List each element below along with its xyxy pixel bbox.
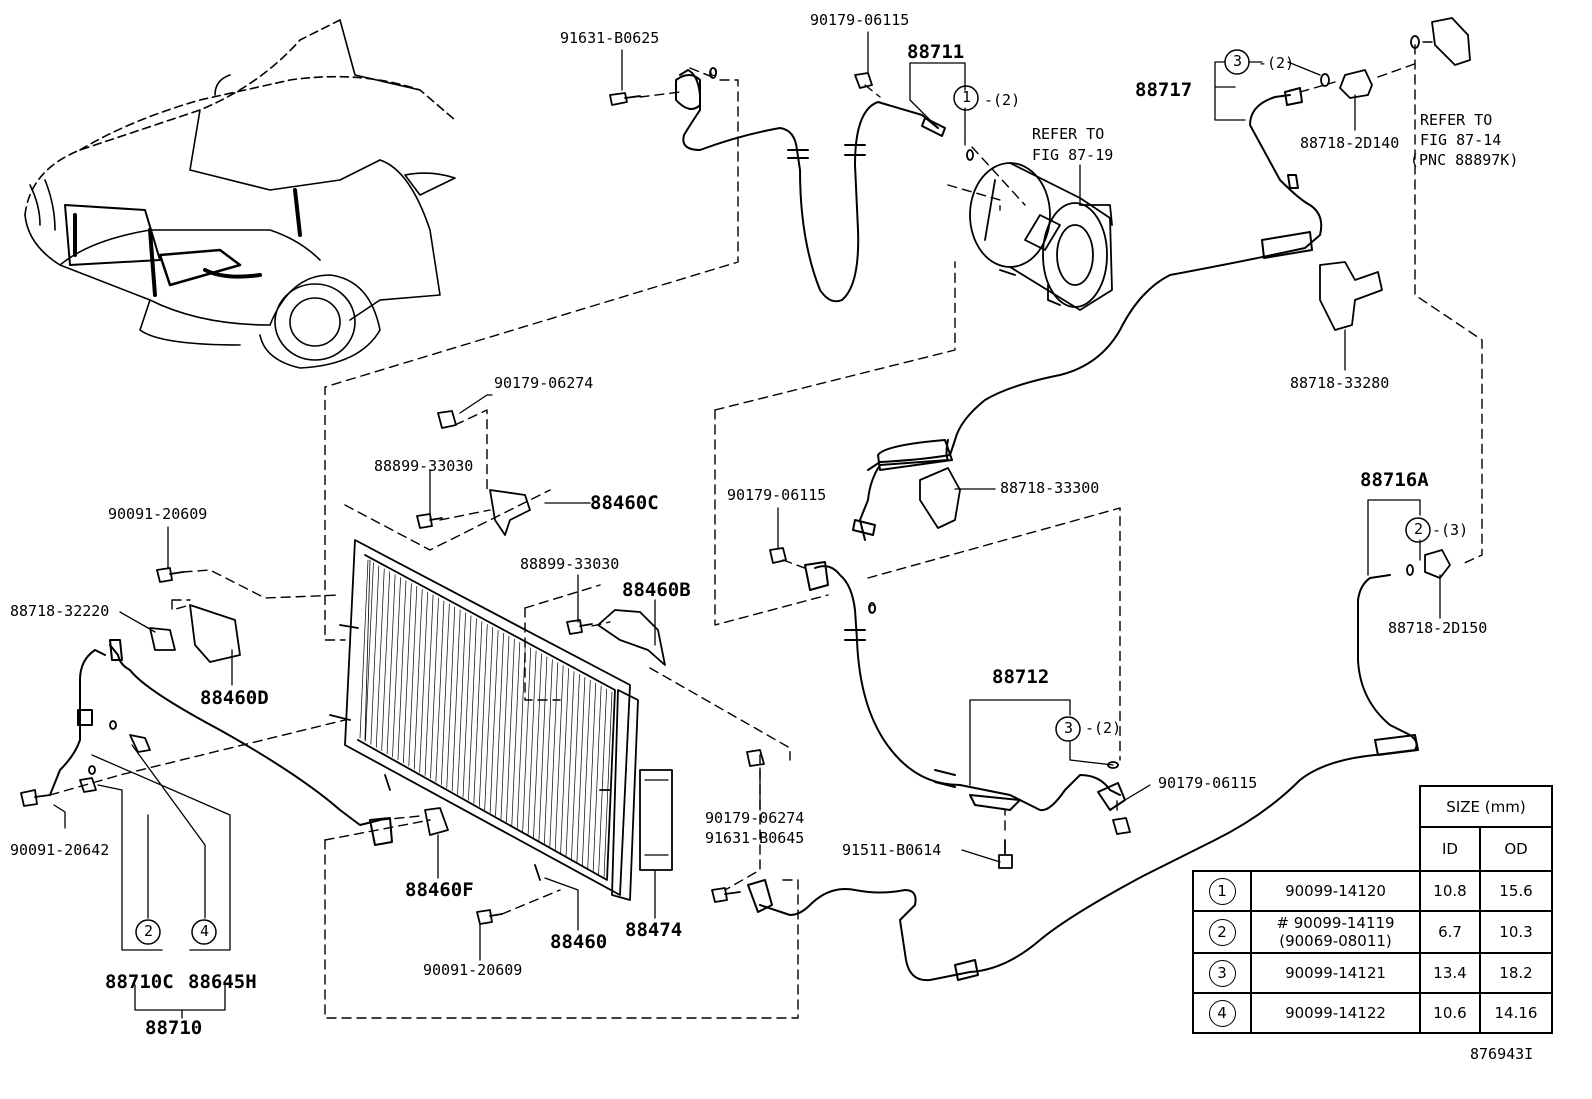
size-row-2: 2 # 90099-14119(90069-08011) 6.7 10.3 [1192, 910, 1553, 954]
size-row-id: 13.4 [1419, 952, 1481, 994]
label-88718-2D150: 88718-2D150 [1388, 619, 1488, 637]
label-pnc-88897k: (PNC 88897K) [1410, 151, 1519, 169]
brackets-and-fasteners [20, 17, 1471, 925]
size-row-4: 4 90099-14122 10.6 14.16 [1192, 992, 1553, 1034]
size-row-1: 1 90099-14120 10.8 15.6 [1192, 870, 1553, 912]
label-88712: 88712 [992, 666, 1050, 688]
size-table: SIZE (mm) ID OD 1 90099-14120 10.8 15.6 … [1192, 785, 1553, 1034]
label-91511-B0614: 91511-B0614 [842, 841, 942, 859]
label-91631-B0625: 91631-B0625 [560, 29, 660, 47]
size-row-od: 14.16 [1479, 992, 1553, 1034]
label-90179-06274-top: 90179-06274 [494, 374, 594, 392]
label-88711-qty: -(2) [984, 91, 1021, 109]
label-88712-qty: -(2) [1085, 719, 1122, 737]
label-88645H: 88645H [188, 971, 257, 993]
callout-3-mid: 3 [1064, 719, 1074, 737]
label-88718-33300: 88718-33300 [1000, 479, 1100, 497]
label-91631-B0645: 91631-B0645 [705, 829, 805, 847]
label-88716A-qty: -(3) [1432, 521, 1469, 539]
label-88711: 88711 [907, 41, 965, 63]
label-88474: 88474 [625, 919, 683, 941]
size-row-id: 6.7 [1419, 910, 1481, 954]
label-88718-32220: 88718-32220 [10, 602, 110, 620]
label-88460B: 88460B [622, 579, 691, 601]
size-col-od: OD [1479, 826, 1553, 872]
reference-lines [49, 41, 1483, 1019]
size-row-od: 15.6 [1479, 870, 1553, 912]
callout-4-left: 4 [200, 922, 210, 940]
condenser-fins [359, 559, 613, 879]
size-row-num: 3 [1208, 959, 1236, 987]
label-88460C: 88460C [590, 492, 659, 514]
ac-compressor [969, 162, 1113, 311]
label-88899-33030-a: 88899-33030 [374, 457, 474, 475]
label-refer-to-87-14: REFER TO [1420, 111, 1493, 129]
label-88710: 88710 [145, 1017, 203, 1039]
size-row-part: 90099-14122 [1250, 992, 1421, 1034]
label-90091-20642: 90091-20642 [10, 841, 110, 859]
size-row-num: 2 [1208, 918, 1236, 946]
size-row-id: 10.6 [1419, 992, 1481, 1034]
label-88716A: 88716A [1360, 469, 1429, 491]
label-88460D: 88460D [200, 687, 269, 709]
size-row-od: 10.3 [1479, 910, 1553, 954]
size-row-part: # 90099-14119(90069-08011) [1250, 910, 1421, 954]
size-row-part: 90099-14120 [1250, 870, 1421, 912]
callout-circles [135, 49, 1431, 945]
label-90091-20609-left: 90091-20609 [108, 505, 208, 523]
size-col-id: ID [1419, 826, 1481, 872]
label-88718-33280: 88718-33280 [1290, 374, 1390, 392]
label-88899-33030-b: 88899-33030 [520, 555, 620, 573]
size-row-part: 90099-14121 [1250, 952, 1421, 994]
size-row-part-line1: # 90099-14119 [1276, 914, 1395, 932]
label-88460F: 88460F [405, 879, 474, 901]
label-90179-06115-mid: 90179-06115 [727, 486, 827, 504]
size-row-od: 18.2 [1479, 952, 1553, 994]
oring-mark-1: o [709, 62, 719, 80]
label-88717: 88717 [1135, 79, 1193, 101]
size-row-3: 3 90099-14121 13.4 18.2 [1192, 952, 1553, 994]
label-fig-87-19: FIG 87-19 [1032, 146, 1114, 164]
callout-3-top: 3 [1233, 52, 1243, 70]
size-row-id: 10.8 [1419, 870, 1481, 912]
label-90091-20609-bot: 90091-20609 [423, 961, 523, 979]
condenser [329, 539, 673, 901]
oring-mark-2: o [868, 599, 878, 617]
label-90179-06115-right: 90179-06115 [1158, 774, 1258, 792]
label-88710C: 88710C [105, 971, 174, 993]
callout-2-right: 2 [1414, 520, 1424, 538]
label-90179-06115-top: 90179-06115 [810, 11, 910, 29]
vehicle-front-illustration [24, 19, 456, 369]
callout-1: 1 [962, 88, 972, 106]
label-fig-87-14: FIG 87-14 [1420, 131, 1502, 149]
size-row-num: 1 [1208, 877, 1236, 905]
figure-number: 876943I [1470, 1045, 1534, 1063]
size-row-part-line2: (90069-08011) [1279, 932, 1392, 950]
size-row-num: 4 [1208, 999, 1236, 1027]
label-88460: 88460 [550, 931, 608, 953]
leader-lines [53, 31, 1441, 1019]
label-88718-2D140: 88718-2D140 [1300, 134, 1400, 152]
callout-2-left: 2 [144, 922, 154, 940]
label-90179-06274-bot: 90179-06274 [705, 809, 805, 827]
label-refer-to-87-19: REFER TO [1032, 125, 1105, 143]
label-88717-qty: -(2) [1258, 54, 1295, 72]
hoses-and-pipes [49, 69, 1419, 982]
size-table-header: SIZE (mm) [1419, 785, 1553, 828]
